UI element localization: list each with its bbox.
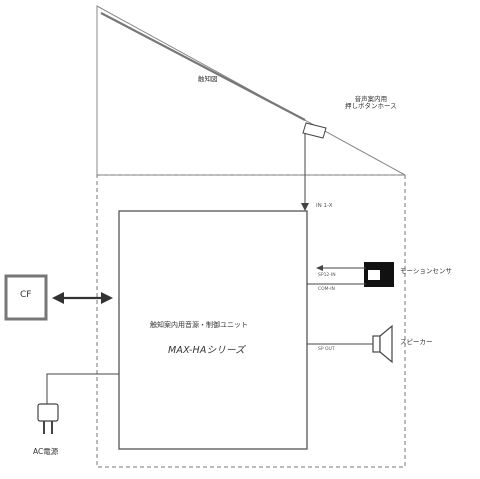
ac-power-label: AC電源 (33, 447, 59, 456)
control-unit-box (118, 210, 308, 450)
cf-card-box (4, 274, 48, 321)
speaker-label: スピーカー (400, 338, 433, 346)
unit-name-label: 触知案内用音源・制御ユニット (150, 321, 248, 329)
motion-sensor-icon (364, 262, 394, 287)
speaker-port-label: SP OUT (318, 347, 335, 352)
sensor-port2-label: COM-IN (318, 287, 335, 292)
cf-double-arrow (52, 292, 113, 304)
in-port-label: IN 1-X (316, 203, 333, 209)
ac-power-cord (46, 373, 119, 404)
unit-model-label: MAX-HAシリーズ (168, 345, 245, 356)
housing-dashed-outline (96, 174, 406, 468)
motion-sensor-label: モーションセンサ (400, 267, 452, 275)
push-button-icon (302, 122, 327, 139)
sensor-port1-label: SP12-IN (318, 273, 336, 278)
sign-label: 触知図 (198, 75, 218, 83)
cf-label: CF (20, 290, 32, 300)
button-label-line1: 音声案内用 (354, 95, 388, 103)
button-label: 音声案内用 押しボタンホース (345, 95, 397, 111)
sensor-wire-arrow (316, 265, 323, 271)
ac-plug-icon (37, 403, 59, 434)
speaker-icon (372, 324, 393, 364)
button-label-line2: 押しボタンホース (345, 102, 397, 111)
button-wire-arrow (301, 203, 309, 211)
sign-surface-band (100, 12, 306, 121)
